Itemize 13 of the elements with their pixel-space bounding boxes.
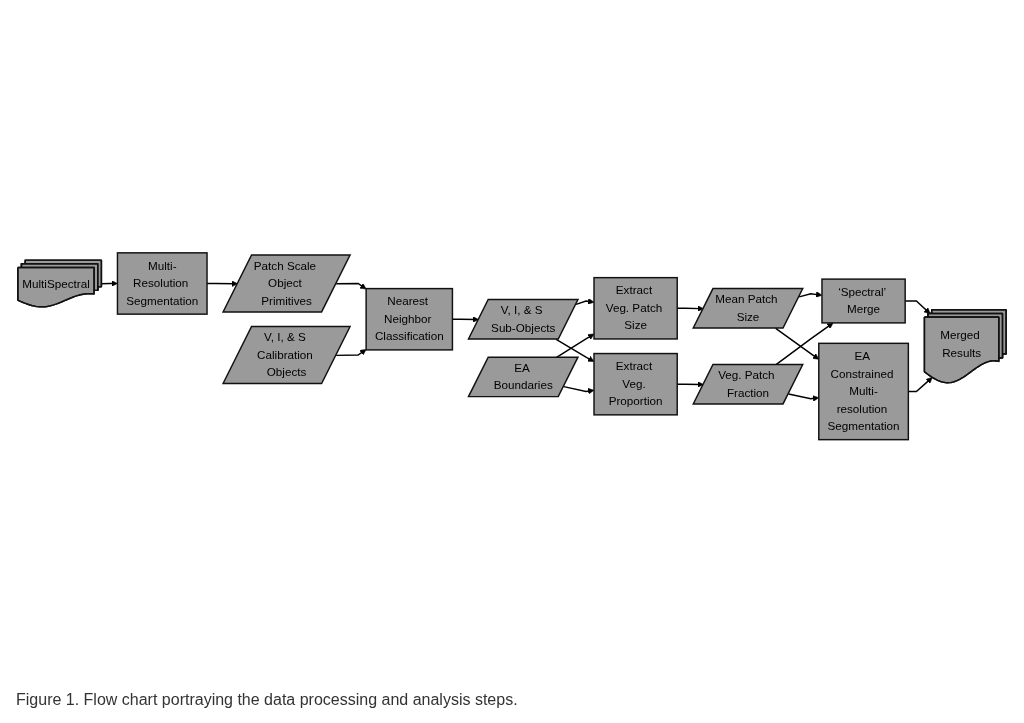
arrow [563, 386, 595, 395]
arrow [335, 349, 367, 357]
node-box: ‘Spectral’ Merge [821, 278, 906, 324]
node-box: EA Constrained Multi-resolution Segmentation [818, 342, 910, 441]
node-box: Extract Veg. Proportion [593, 353, 678, 416]
caption: Figure 1. Flow chart portraying the data processing and analysis steps. [15, 690, 519, 710]
arrow [555, 338, 595, 363]
arrow [575, 298, 595, 306]
node-box: Multi-Resolution Segmentation [116, 252, 208, 316]
arrow [101, 280, 118, 287]
arrow [335, 283, 367, 290]
node-box: Nearest Neighbor Classification [365, 288, 454, 351]
node-box: Extract Veg. Patch Size [593, 277, 678, 340]
